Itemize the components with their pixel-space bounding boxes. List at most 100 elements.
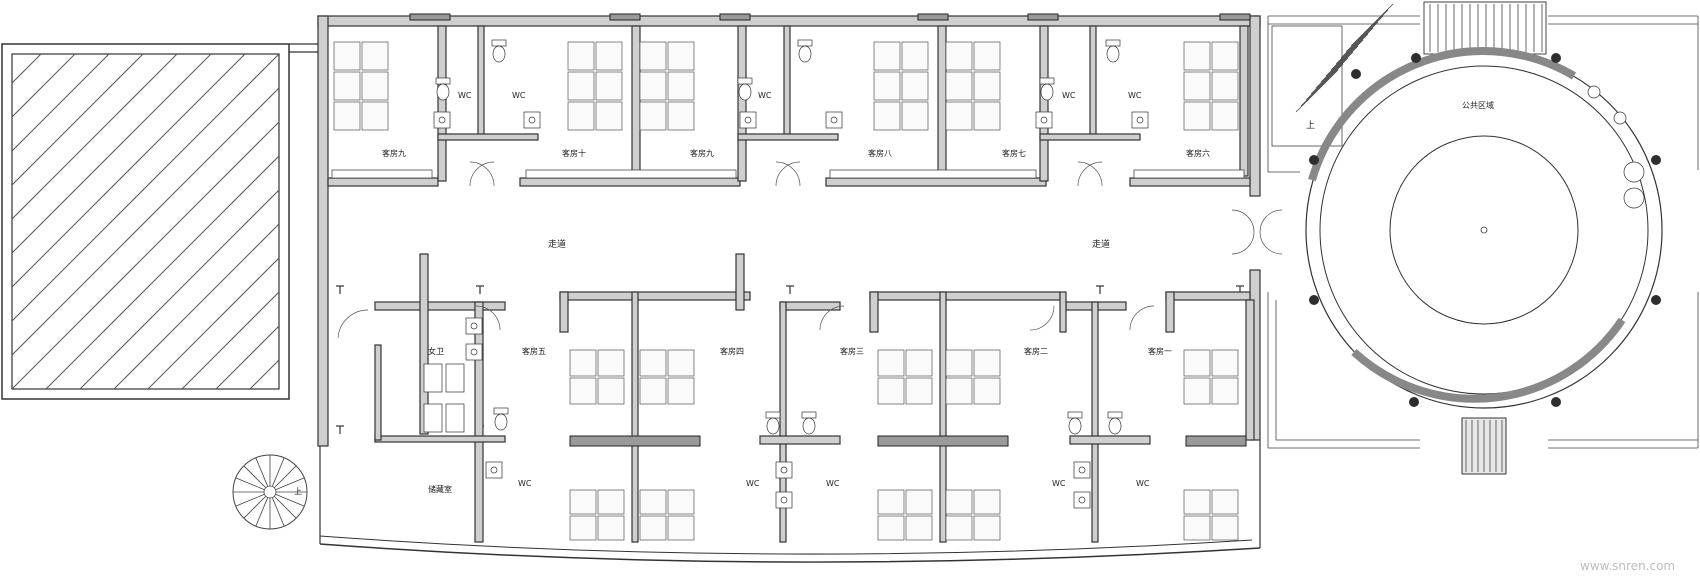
wc-label-n5: WC [1128, 91, 1142, 100]
bed [1211, 515, 1239, 541]
column [1651, 295, 1661, 305]
bed [877, 349, 905, 377]
bed [361, 71, 389, 101]
wc-label-s5: WC [1136, 479, 1150, 488]
toilet-tank [435, 77, 451, 85]
wc-stall [445, 403, 465, 433]
bed [1211, 377, 1239, 405]
bed [1211, 71, 1239, 101]
corridor-label-right: 走道 [1092, 238, 1110, 250]
toilet-tank [1039, 77, 1055, 85]
bed [595, 41, 623, 71]
bed [569, 515, 597, 541]
bed [597, 349, 625, 377]
bed [639, 489, 667, 515]
toilet-bowl [1106, 45, 1120, 63]
bed [639, 71, 667, 101]
bed [945, 489, 973, 515]
bed [945, 41, 973, 71]
stair-tread [1330, 27, 1374, 71]
bed [1183, 41, 1211, 71]
bed [973, 489, 1001, 515]
room-label-storage: 储藏室 [428, 484, 452, 494]
column [1351, 69, 1361, 79]
bed [639, 515, 667, 541]
stair-tread [235, 477, 265, 491]
sink-drain [438, 116, 446, 124]
bed [973, 101, 1001, 131]
stair-tread [1305, 57, 1349, 101]
hatch-line [12, 54, 144, 186]
column [1411, 53, 1421, 63]
toilet-tank [1067, 411, 1083, 419]
stair-tread [1310, 51, 1354, 95]
bed [667, 515, 695, 541]
sink-drain [1078, 466, 1086, 474]
bed [945, 101, 973, 131]
bed [901, 101, 929, 131]
room-label-north-6: 客房六 [1186, 148, 1210, 158]
toilet-tank [1107, 411, 1123, 419]
bed [639, 101, 667, 131]
hatch-line [12, 87, 279, 356]
toilet-tank [765, 411, 781, 419]
bed [973, 349, 1001, 377]
hatch-line [12, 54, 246, 288]
bed [567, 41, 595, 71]
bed [597, 377, 625, 405]
hatch-line [12, 121, 279, 389]
bed [873, 71, 901, 101]
bed [973, 71, 1001, 101]
stair-tread [1320, 39, 1364, 83]
wc-label-s2: WC [746, 479, 760, 488]
toilet-bowl [1040, 83, 1054, 101]
bed [1183, 489, 1211, 515]
bed [361, 41, 389, 71]
stair-tread [235, 493, 265, 507]
sink-drain [780, 466, 788, 474]
toilet-tank [493, 407, 509, 415]
bed [569, 377, 597, 405]
room-label-south-4: 客房四 [720, 346, 744, 356]
bed [1211, 489, 1239, 515]
bed [945, 349, 973, 377]
bed [1211, 349, 1239, 377]
bed [361, 101, 389, 131]
bed [901, 71, 929, 101]
bed [639, 377, 667, 405]
room-label-north-2: 客房十 [562, 148, 586, 158]
hatch-line [12, 54, 110, 152]
toilet-tank [737, 77, 753, 85]
stair-tread [275, 493, 305, 507]
bed [905, 349, 933, 377]
column [1309, 295, 1319, 305]
bed [1211, 101, 1239, 131]
sink-drain [490, 466, 498, 474]
bed [1183, 377, 1211, 405]
hatch-line [12, 54, 279, 322]
bed [973, 377, 1001, 405]
toilet-bowl [766, 417, 780, 435]
sink-drain [470, 348, 478, 356]
bed [877, 489, 905, 515]
bed [905, 377, 933, 405]
wc-label-n4: WC [1062, 91, 1076, 100]
bed [333, 71, 361, 101]
bed [667, 489, 695, 515]
wc-label-s3: WC [826, 479, 840, 488]
wc-stall [423, 403, 443, 433]
sink-drain [1136, 116, 1144, 124]
toilet-tank [797, 39, 813, 47]
room-label-north-4: 客房八 [868, 148, 892, 158]
toilet-bowl [802, 417, 816, 435]
stair-tread [273, 465, 297, 489]
toilet-bowl [1108, 417, 1122, 435]
column [1409, 397, 1419, 407]
wc-stall [423, 363, 443, 393]
hatch-line [215, 325, 279, 389]
spiral-stair-up-label: 上 [294, 487, 302, 496]
bed [667, 377, 695, 405]
column [1309, 155, 1319, 165]
bed [901, 41, 929, 71]
stair-tread [243, 465, 267, 489]
